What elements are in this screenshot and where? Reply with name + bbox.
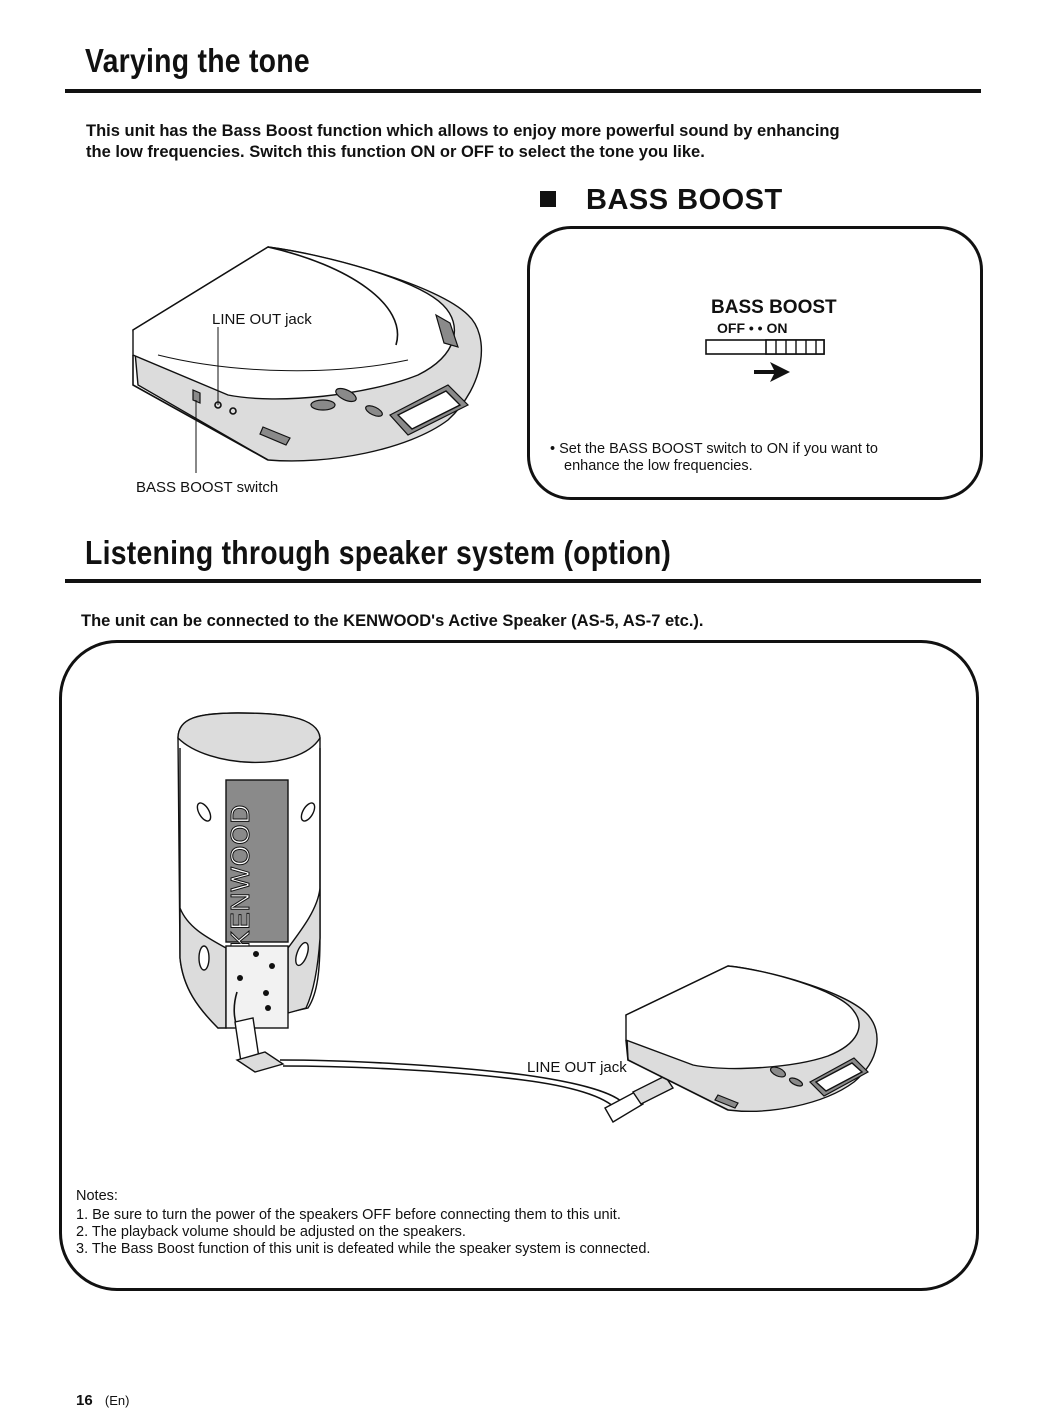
title-rule xyxy=(65,89,981,93)
line-out-jack-label: LINE OUT jack xyxy=(212,311,312,328)
audio-cable xyxy=(233,991,688,1123)
page-language: (En) xyxy=(104,1393,130,1408)
bass-boost-switch-label: BASS BOOST switch xyxy=(136,479,279,496)
notes-list: 1. Be sure to turn the power of the spea… xyxy=(76,1207,956,1258)
speaker-connection-panel xyxy=(59,640,979,1291)
intro-paragraph: This unit has the Bass Boost function wh… xyxy=(86,121,986,163)
page-footer: 16 (En) xyxy=(76,1392,129,1409)
note-item: 3. The Bass Boost function of this unit … xyxy=(76,1241,651,1257)
cd-player-illustration xyxy=(132,246,483,473)
square-bullet-icon xyxy=(540,191,556,207)
switch-note-line-2: enhance the low frequencies. xyxy=(564,458,753,474)
intro-line-2: the low frequencies. Switch this functio… xyxy=(86,143,705,161)
switch-positions: OFF • • ON xyxy=(717,320,788,336)
bass-boost-heading: BASS BOOST xyxy=(586,184,783,216)
title-rule-2 xyxy=(65,579,981,583)
note-item: 2. The playback volume should be adjuste… xyxy=(76,1224,466,1240)
speaker-intro: The unit can be connected to the KENWOOD… xyxy=(81,612,704,630)
arrow-right-icon xyxy=(754,362,790,382)
page-number: 16 xyxy=(76,1392,93,1409)
notes-title: Notes: xyxy=(76,1188,118,1204)
section-title-speaker-system: Listening through speaker system (option… xyxy=(85,534,672,571)
note-item: 1. Be sure to turn the power of the spea… xyxy=(76,1207,621,1223)
line-out-jack-label-2: LINE OUT jack xyxy=(527,1059,627,1076)
switch-note: • Set the BASS BOOST switch to ON if you… xyxy=(550,441,965,475)
section-title-varying-tone: Varying the tone xyxy=(85,42,310,79)
switch-note-line-1: • Set the BASS BOOST switch to ON if you… xyxy=(550,441,878,457)
speaker-brand-logo: KENWOOD xyxy=(225,803,256,948)
intro-line-1: This unit has the Bass Boost function wh… xyxy=(86,122,840,140)
bass-boost-panel xyxy=(527,226,983,500)
bass-boost-slider-switch[interactable] xyxy=(700,337,830,387)
kenwood-speaker-illustration xyxy=(177,712,321,1029)
cd-player-small-illustration xyxy=(625,965,878,1112)
switch-title: BASS BOOST xyxy=(711,297,837,318)
